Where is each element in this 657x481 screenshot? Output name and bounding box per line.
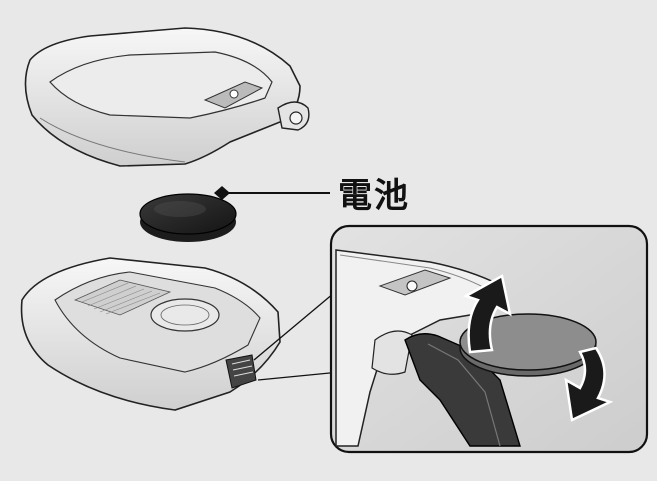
battery-label: 電池 [338,176,410,216]
rotate-down-arrow [564,346,614,422]
fob-upper-shell [24,27,310,167]
fob-lower-shell [20,257,281,411]
rotate-up-arrow [462,274,512,354]
callout-leader [214,186,330,200]
detail-pointer-lines [253,287,341,381]
battery-coin-cell [139,193,237,242]
